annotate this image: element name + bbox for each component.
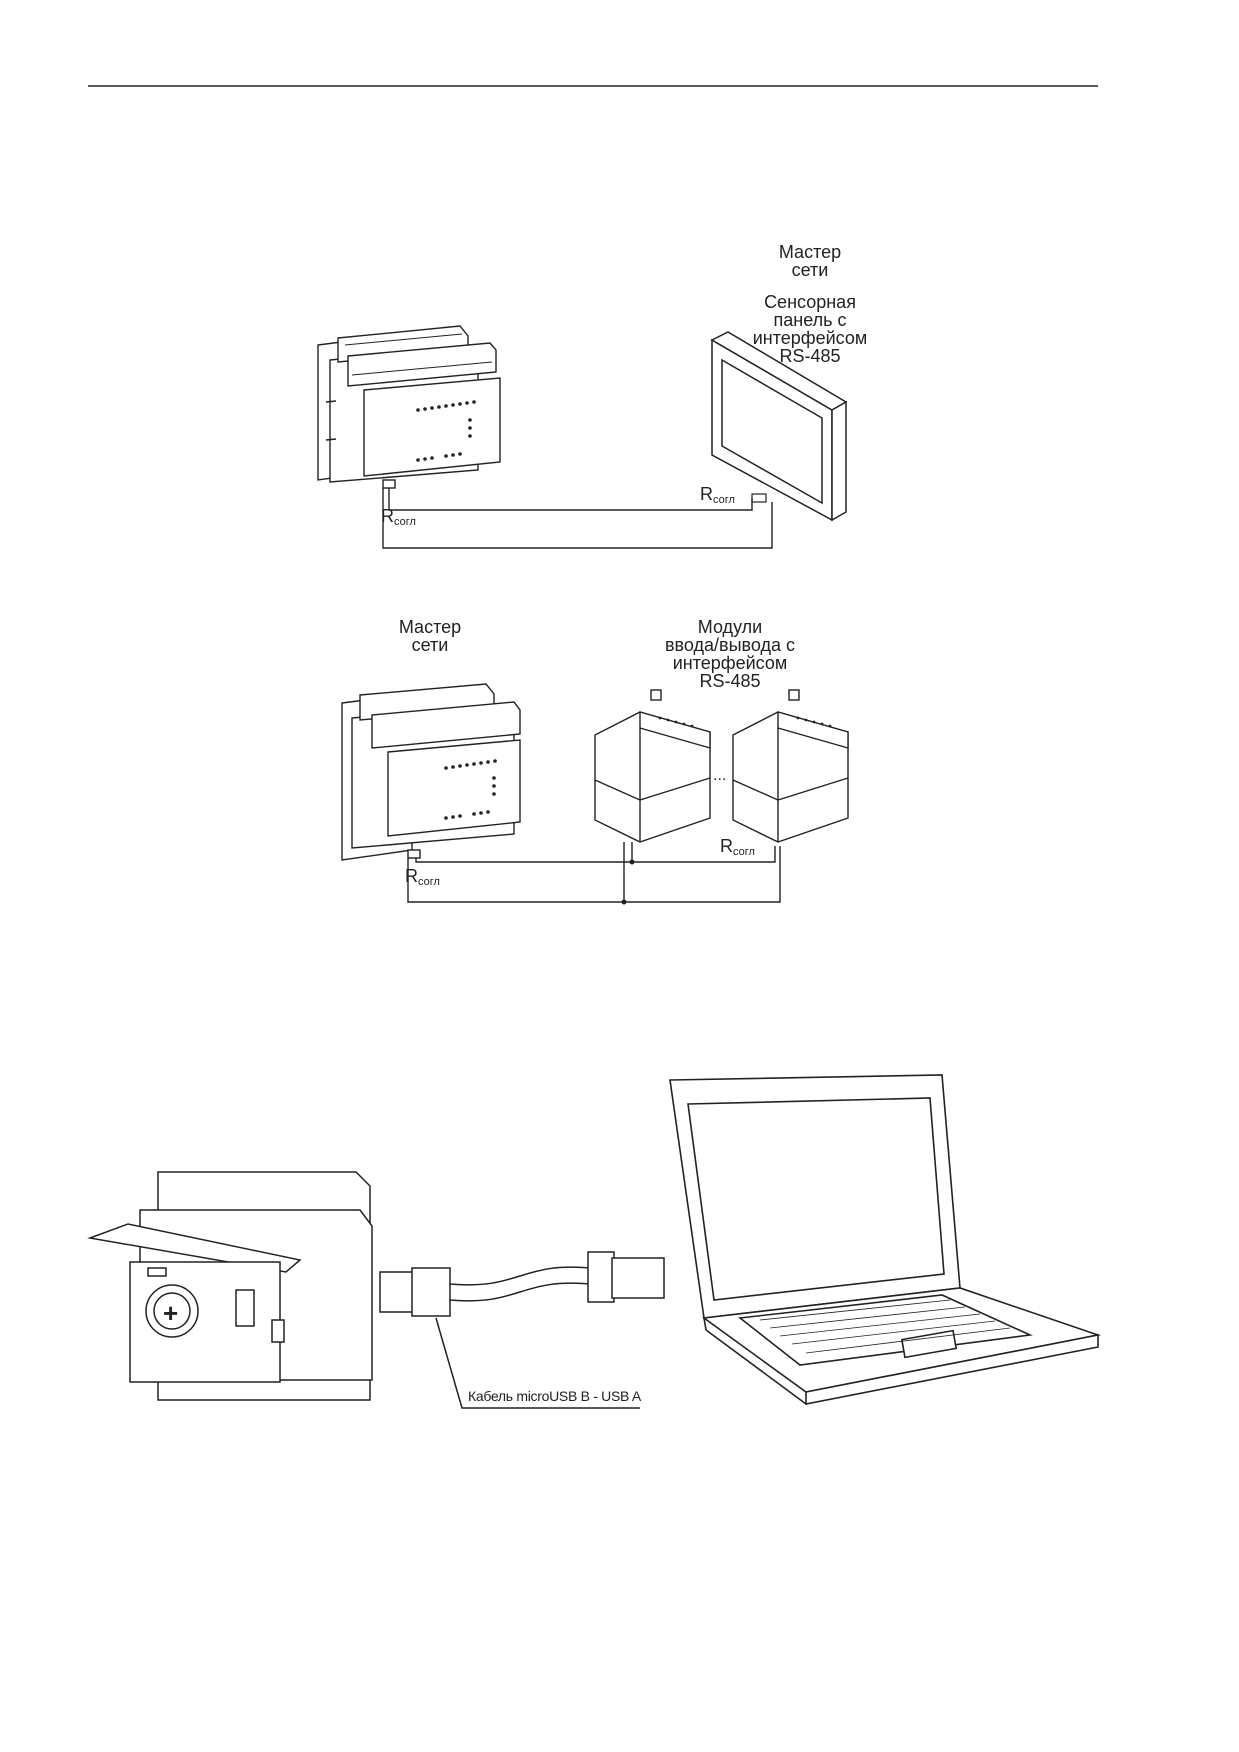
- usb-cable-label: Кабель microUSB B - USB A: [468, 1388, 641, 1404]
- fig2-module-vents: [658, 716, 832, 728]
- fig1-resistor-left-main: R: [381, 506, 394, 526]
- fig2-plc-dots: [444, 759, 497, 820]
- fig3-usb-cable: [379, 1251, 665, 1409]
- fig2-io-module-1: [594, 689, 711, 843]
- battery-plus-symbol: +: [163, 1298, 179, 1328]
- fig2-master-line-1: Мастер: [398, 617, 462, 637]
- fig1-panel-line-2: панель с: [773, 310, 847, 330]
- fig1-resistor-right-sub: согл: [713, 494, 735, 506]
- fig2-bus-wires: [407, 842, 781, 903]
- fig2-modules-line-3: интерфейсом: [672, 653, 788, 673]
- fig2-resistor-right-main: R: [720, 836, 733, 856]
- fig1-panel-label: Сенсорная панель с интерфейсом RS-485: [735, 293, 885, 365]
- fig2-modules-label: Модули ввода/вывода с интерфейсом RS-485: [640, 618, 820, 690]
- fig1-master-label: Мастер сети: [760, 243, 860, 279]
- fig1-master-line-1: Мастер: [778, 242, 842, 262]
- fig2-modules-line-4: RS-485: [699, 671, 761, 691]
- fig2-resistor-left-main: R: [405, 866, 418, 886]
- fig2-modules-line-2: ввода/вывода с: [664, 635, 796, 655]
- fig1-bus-wires: [382, 488, 773, 549]
- fig1-touch-panel: [710, 331, 848, 522]
- fig3-laptop: [669, 1074, 1102, 1405]
- fig2-bus-junctions: [621, 859, 635, 905]
- fig3-plc-open: [87, 1171, 373, 1401]
- fig2-master-label: Мастер сети: [380, 618, 480, 654]
- fig2-ellipsis: ...: [713, 767, 727, 784]
- fig1-panel-line-3: интерфейсом: [752, 328, 868, 348]
- fig2-modules-line-1: Модули: [697, 617, 763, 637]
- fig1-plc-dots: [416, 400, 476, 462]
- fig1-panel-line-4: RS-485: [779, 346, 841, 366]
- fig2-master-line-2: сети: [411, 635, 449, 655]
- fig2-resistor-left-sub: согл: [418, 876, 440, 888]
- fig3-laptop-keys: [759, 1299, 1011, 1354]
- fig1-resistor-left: Rсогл: [381, 506, 416, 528]
- fig1-master-line-2: сети: [791, 260, 829, 280]
- fig2-plc-controller: [341, 683, 521, 861]
- fig2-io-module-2: [732, 689, 849, 843]
- fig1-plc-controller: [317, 325, 501, 489]
- fig1-resistor-right-main: R: [700, 484, 713, 504]
- fig1-panel-line-1: Сенсорная: [764, 292, 856, 312]
- fig2-resistor-right: Rсогл: [720, 836, 755, 858]
- fig2-resistor-right-sub: согл: [733, 846, 755, 858]
- fig1-resistor-left-sub: согл: [394, 516, 416, 528]
- fig1-panel-connector: [751, 493, 767, 503]
- fig2-resistor-left: Rсогл: [405, 866, 440, 888]
- fig1-terminal-rows: [344, 333, 493, 376]
- fig1-resistor-right: Rсогл: [700, 484, 735, 506]
